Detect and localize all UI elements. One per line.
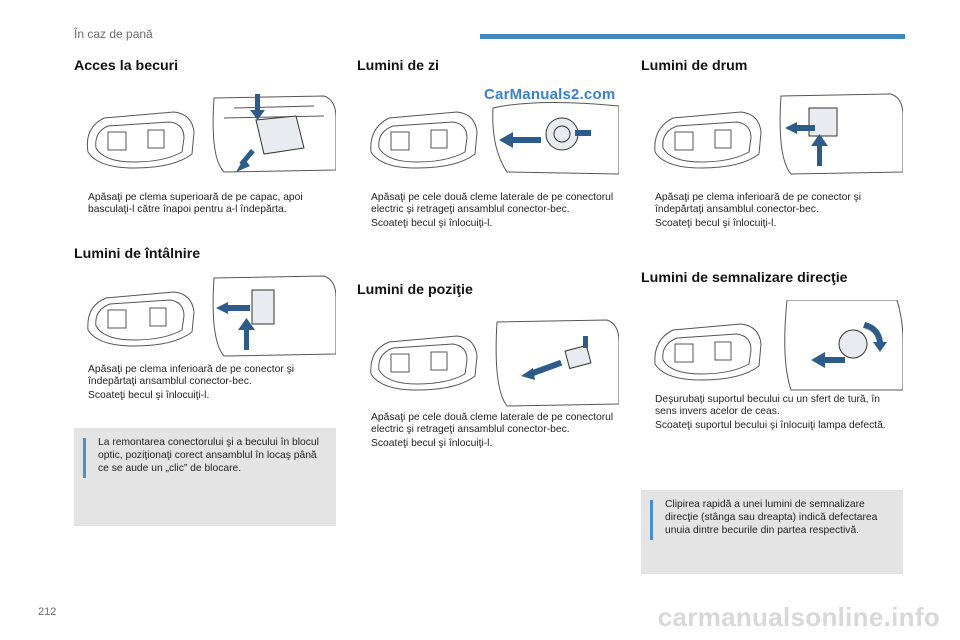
step-item: Apăsaţi pe clema superioară de pe capac,… (88, 192, 303, 216)
step-item: Scoateţi becul şi înlocuiţi-l. (88, 389, 210, 401)
section-title-turn-signals: Lumini de semnalizare direcţie (641, 270, 848, 286)
step-item: Scoateţi becul şi înlocuiţi-l. (371, 217, 493, 229)
illustration-daytime-lights (357, 88, 619, 180)
header-accent-bar (480, 34, 905, 39)
step-item: Scoateţi becul şi înlocuiţi-l. (655, 217, 777, 229)
illustration-high-beam (641, 88, 903, 180)
step-item: Apăsaţi pe clema inferioară de pe conect… (655, 192, 862, 216)
illustration-position-lights (357, 318, 619, 410)
steps-low-beam: Apăsaţi pe clema inferioară de pe conect… (74, 364, 336, 403)
illustration-turn-signals (641, 300, 903, 392)
section-title-position-lights: Lumini de poziţie (357, 282, 473, 298)
illustration-bulb-access (74, 88, 336, 180)
section-title-daytime-lights: Lumini de zi (357, 58, 439, 74)
step-item: Apăsaţi pe cele două cleme laterale de p… (371, 412, 614, 436)
step-item: Apăsaţi pe clema inferioară de pe conect… (88, 364, 295, 388)
steps-daytime-lights: Apăsaţi pe cele două cleme laterale de p… (357, 192, 619, 231)
page-header-title: În caz de pană (74, 27, 153, 41)
illustration-low-beam (74, 270, 336, 362)
note-box: La remontarea conectorului şi a becului … (74, 428, 336, 526)
section-title-low-beam: Lumini de întâlnire (74, 246, 201, 262)
note-text: La remontarea conectorului şi a becului … (98, 437, 319, 474)
step-item: Scoateţi becul şi înlocuiţi-l. (371, 437, 493, 449)
step-item: Apăsaţi pe cele două cleme laterale de p… (371, 192, 614, 216)
watermark-text: CarManuals2.com (484, 86, 616, 103)
footer-watermark: carmanualsonline.info (657, 602, 940, 632)
steps-high-beam: Apăsaţi pe clema inferioară de pe conect… (641, 192, 903, 231)
steps-turn-signals: Deşurubaţi suportul becului cu un sfert … (641, 394, 903, 433)
step-item: Scoateţi suportul becului şi înlocuiţi l… (655, 419, 886, 431)
steps-bulb-access: Apăsaţi pe clema superioară de pe capac,… (74, 192, 336, 218)
section-title-bulb-access: Acces la becuri (74, 58, 179, 74)
note-text: Clipirea rapidă a unei lumini de semnali… (665, 499, 878, 536)
steps-position-lights: Apăsaţi pe cele două cleme laterale de p… (357, 412, 619, 451)
note-box: Clipirea rapidă a unei lumini de semnali… (641, 490, 903, 574)
page-number: 212 (38, 606, 57, 618)
note-info-icon (83, 438, 86, 478)
section-title-high-beam: Lumini de drum (641, 58, 748, 74)
step-item: Deşurubaţi suportul becului cu un sfert … (655, 394, 880, 418)
note-info-icon (650, 500, 653, 540)
